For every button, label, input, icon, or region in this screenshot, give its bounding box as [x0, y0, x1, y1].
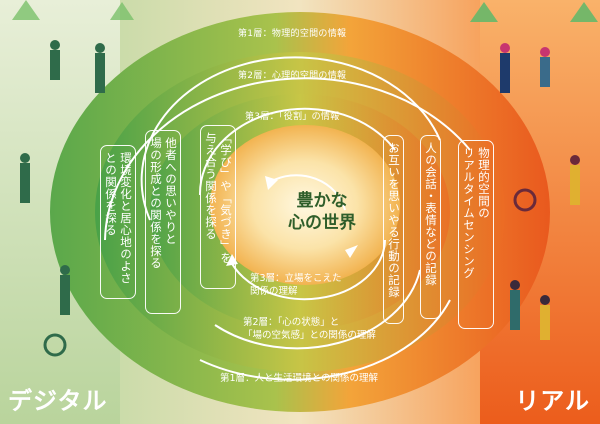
tree-icon — [110, 2, 134, 20]
left-middle-label: 他者への思いやりと 場の形成との関係を探る — [145, 130, 181, 314]
arrowhead-2 — [345, 245, 358, 258]
person-icon — [540, 295, 550, 305]
right-scene-decor — [470, 2, 598, 340]
left-inner-label: 「学び」や「気づき」を 与え合う関係を探る — [200, 125, 236, 289]
layer3-bottom-label: 第3層：立場をこえた 関係の理解 — [250, 272, 342, 298]
layer3-bottom-line1: 第3層：立場をこえた — [250, 273, 342, 284]
person-icon-body — [540, 305, 550, 340]
spiral-arc-2 — [198, 107, 396, 196]
spiral-arc-4 — [104, 77, 471, 241]
layer2-bottom-label: 第2層：「心の状態」と 「場の空気感」との関係の理解 — [243, 316, 376, 342]
person-icon-body — [510, 290, 520, 330]
left-outer-label: 環境変化と居心地のよさ との関係を探る — [100, 145, 136, 299]
spiral-arc-6 — [214, 269, 421, 350]
person-icon-body — [540, 57, 550, 87]
stroller-icon — [43, 333, 67, 357]
core-circle — [210, 125, 400, 285]
person-icon — [540, 47, 550, 57]
spiral-arc-3 — [140, 56, 441, 221]
layer2-top-label: 第2層：心理的空間の情報 — [238, 71, 347, 81]
layer3-bottom-line2: 関係の理解 — [250, 286, 298, 297]
center-title-line2: 心の世界 — [288, 213, 356, 233]
wheelchair-icon — [513, 188, 537, 212]
person-icon-body — [20, 163, 30, 203]
right-inner-label: お互いを思いやる行動の記録 — [383, 135, 404, 324]
person-icon — [95, 43, 105, 53]
right-outer-label: 物理的空間の リアルタイムセンシング — [458, 140, 494, 329]
person-icon — [50, 40, 60, 50]
person-icon-body — [95, 53, 105, 93]
layer2-bottom-line2: 「場の空気感」との関係の理解 — [243, 330, 376, 341]
tree-icon — [470, 2, 498, 22]
spiral-arc-7 — [199, 299, 451, 381]
person-icon — [500, 43, 510, 53]
person-icon — [20, 153, 30, 163]
arrowhead-1 — [265, 176, 278, 190]
person-icon-body — [60, 275, 70, 315]
person-icon — [510, 280, 520, 290]
tree-icon — [12, 0, 40, 20]
corner-label-real: リアル — [515, 387, 590, 415]
right-middle-label: 人の会話・表情などの記録 — [420, 135, 441, 319]
spiral-arc-5 — [229, 239, 386, 301]
corner-label-digital: デジタル — [8, 387, 108, 415]
layer2-bottom-line1: 第2層：「心の状態」と — [243, 317, 340, 328]
spiral-lines — [104, 56, 471, 381]
layer1-top-label: 第1層：物理的空間の情報 — [238, 29, 347, 39]
person-icon — [60, 265, 70, 275]
layer1-bottom-label: 第1層：人と生活環境との関係の理解 — [220, 373, 378, 384]
center-title: 豊かな 心の世界 — [262, 190, 382, 234]
left-scene-decor — [12, 0, 134, 357]
spiral-arc-inner — [269, 174, 346, 211]
person-icon-body — [50, 50, 60, 80]
person-icon — [570, 155, 580, 165]
person-icon-body — [570, 165, 580, 205]
layer3-top-label: 第3層：「役割」の情報 — [245, 112, 340, 122]
tree-icon — [570, 2, 598, 22]
person-icon-body — [500, 53, 510, 93]
center-title-line1: 豊かな — [296, 191, 348, 211]
